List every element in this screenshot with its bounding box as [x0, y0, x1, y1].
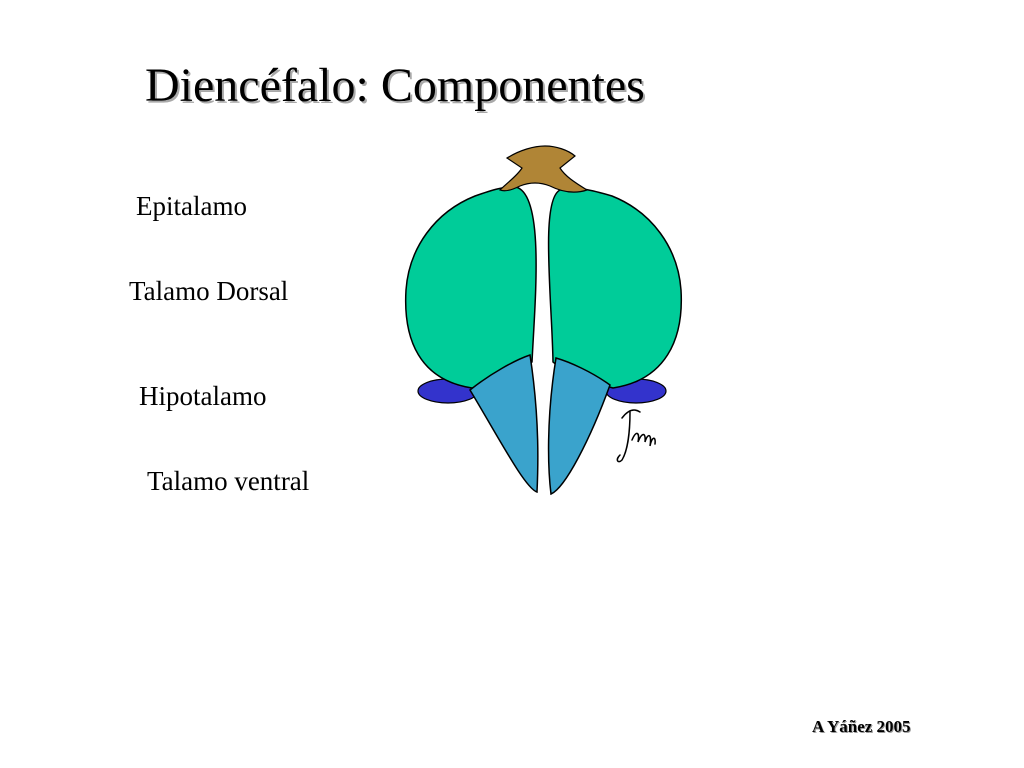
talamo-dorsal-left [404, 186, 537, 389]
talamo-dorsal-right [547, 187, 683, 389]
label-talamo-ventral: Talamo ventral [147, 466, 310, 496]
signature-mark [616, 409, 656, 463]
label-talamo-dorsal: Talamo Dorsal [129, 276, 289, 306]
slide-title: Diencéfalo: Componentes [145, 59, 645, 112]
epitalamo-shape [498, 145, 589, 193]
talamo-ventral-right [547, 357, 611, 496]
talamo-ventral-left [469, 354, 539, 494]
label-epitalamo: Epitalamo [136, 191, 247, 221]
label-hipotalamo: Hipotalamo [139, 381, 267, 411]
author-credit: A Yáñez 2005 [812, 717, 911, 736]
